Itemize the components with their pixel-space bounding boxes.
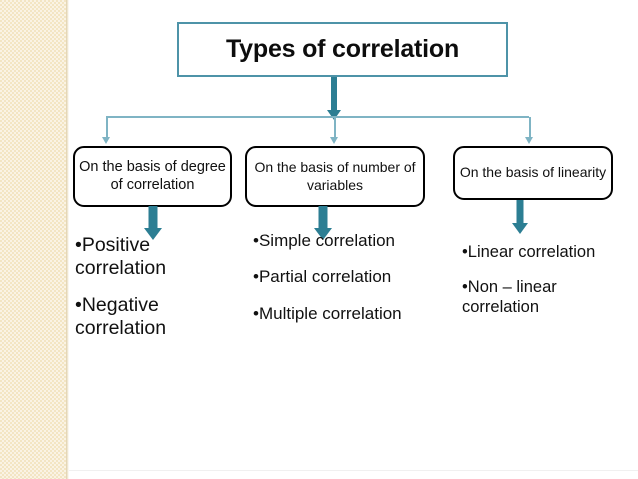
list-item: •Multiple correlation (253, 303, 402, 323)
sidebar-edge-rule (66, 0, 69, 479)
column-down-arrow-2-icon (313, 206, 333, 240)
arrow-head (327, 110, 341, 120)
list-item: •Simple correlation (253, 231, 396, 250)
category-box-number-of-variables: On the basis of number of variables (245, 146, 425, 207)
page-title: Types of correlation (225, 35, 460, 63)
list-item: •Linear correlation (462, 243, 596, 261)
branch-arrow-head-2-icon (330, 137, 338, 144)
branch-arrow-head-1-icon (102, 137, 110, 144)
connector-horizontal-bar (106, 116, 529, 118)
column-down-arrow-3-icon (511, 200, 529, 234)
category-box-linearity: On the basis of linearity (453, 146, 613, 200)
arrow-shaft (331, 77, 337, 111)
bullet-list-degree: •Positive correlation •Negative correlat… (75, 234, 245, 354)
list-item: •Negative correlation (75, 294, 167, 339)
list-item: •Partial correlation (253, 267, 392, 287)
branch-connector-2 (334, 117, 336, 138)
arrow-shaft (318, 206, 328, 230)
arrow-head (512, 223, 528, 234)
branch-connector-3 (529, 117, 531, 138)
bullet-list-number-of-variables: •Simple correlation •Partial correlation… (253, 231, 443, 340)
list-item: •Positive correlation (75, 234, 167, 279)
arrow-head (314, 228, 332, 240)
arrow-shaft (516, 200, 524, 225)
category-box-degree: On the basis of degree of correlation (73, 146, 232, 207)
column-down-arrow-1-icon (143, 206, 163, 240)
bottom-divider (69, 470, 638, 471)
arrow-head (144, 228, 162, 240)
title-box: Types of correlation (177, 22, 508, 77)
branch-connector-1 (106, 117, 108, 138)
bullet-list-linearity: •Linear correlation •Non – linear correl… (462, 243, 622, 332)
branch-arrow-head-3-icon (525, 137, 533, 144)
decorative-sidebar-band (0, 0, 66, 479)
arrow-shaft (148, 206, 158, 230)
list-item: •Non – linear correlation (462, 277, 557, 316)
main-down-arrow-icon (325, 77, 343, 120)
